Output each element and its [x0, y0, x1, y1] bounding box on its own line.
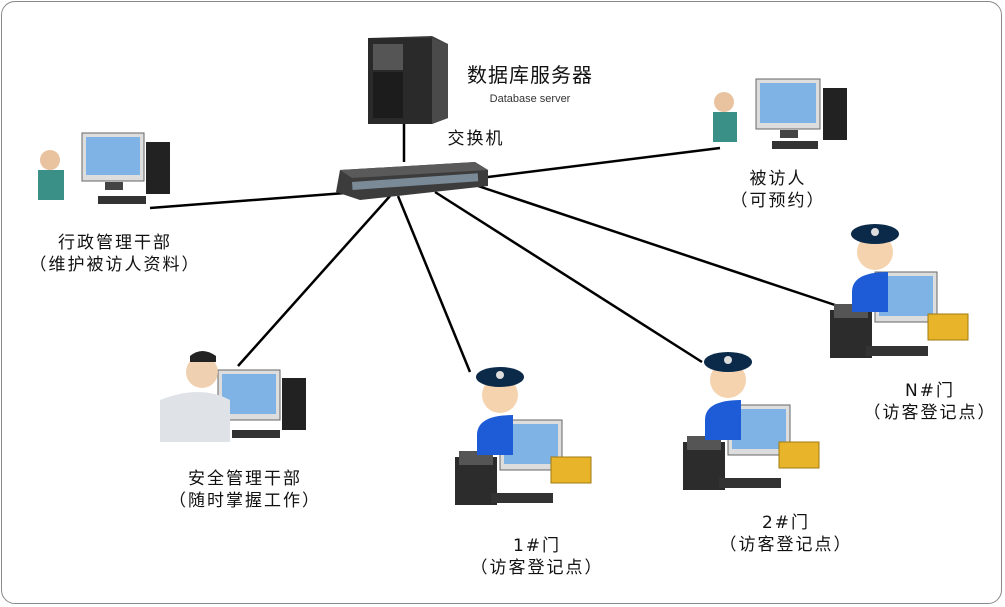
gate2-name: 2#门 [761, 513, 811, 533]
gateN-name: N#门 [905, 381, 955, 401]
security-note: （随时掌握工作） [169, 491, 321, 511]
security-workstation-icon [160, 351, 306, 442]
visitee-note: （可预约） [730, 191, 826, 211]
connection-lines [149, 122, 839, 373]
switch-label: 交换机 [447, 129, 505, 149]
gateN-station-icon [830, 224, 969, 358]
link-gate2 [434, 190, 703, 364]
gate2-station-icon [683, 352, 820, 490]
gateN-note: （访客登记点） [863, 403, 997, 423]
visitee-name: 被访人 [749, 169, 807, 189]
gate1-note: （访客登记点） [470, 558, 604, 578]
link-visitee [479, 146, 721, 180]
admin-workstation-icon [38, 132, 170, 204]
gate1-station-icon [455, 367, 592, 505]
admin-name: 行政管理干部 [58, 233, 172, 253]
admin-note: （维护被访人资料） [29, 255, 201, 275]
link-gateN [477, 184, 839, 308]
database-server-icon [368, 36, 448, 124]
network-switch-icon [336, 162, 488, 200]
link-gate1 [396, 195, 472, 373]
gate2-note: （访客登记点） [719, 535, 853, 555]
security-name: 安全管理干部 [188, 469, 302, 489]
visitee-workstation-icon [713, 78, 847, 149]
gate1-name: 1#门 [512, 536, 562, 556]
link-admin [149, 191, 346, 210]
server-title: 数据库服务器 [467, 63, 593, 87]
link-security [237, 195, 391, 367]
server-subtitle: Database server [489, 93, 571, 105]
